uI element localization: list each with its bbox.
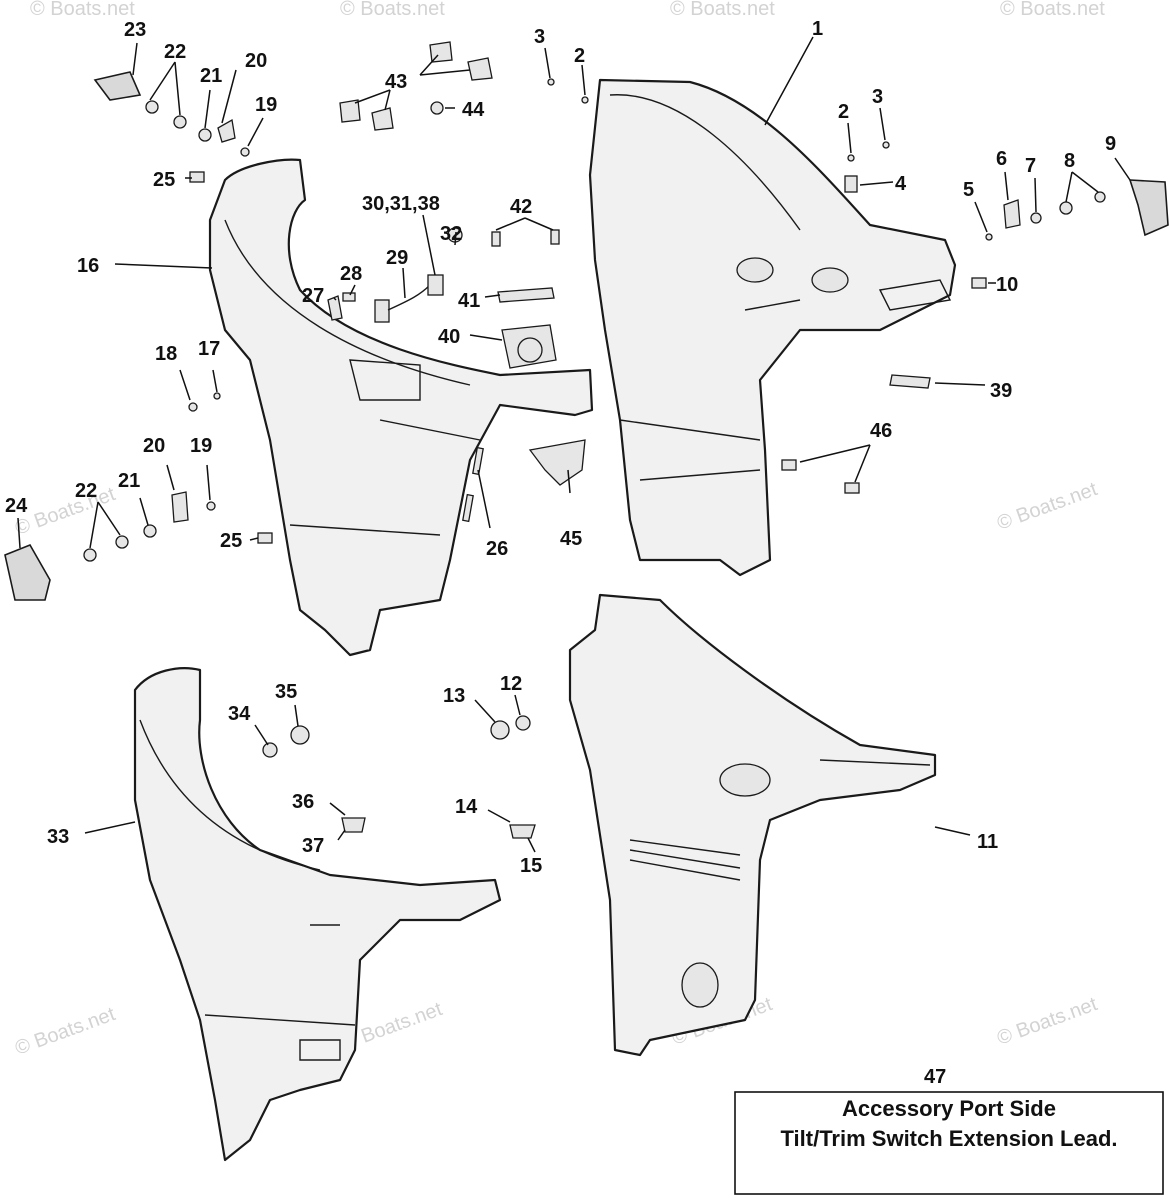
callout-34: 34 bbox=[228, 703, 251, 725]
callout-4: 4 bbox=[895, 173, 907, 195]
callout-11: 11 bbox=[977, 831, 998, 853]
hardware-parts bbox=[4, 41, 1169, 1181]
callout-46: 46 bbox=[870, 420, 892, 442]
callout-26: 26 bbox=[486, 538, 508, 560]
part-1-upper-cowl-starboard bbox=[588, 78, 957, 577]
watermark: © Boats.net bbox=[1000, 0, 1105, 20]
callout-20: 20 bbox=[143, 435, 165, 457]
watermark: © Boats.net bbox=[994, 478, 1100, 535]
callout-19: 19 bbox=[255, 94, 277, 116]
callout-3: 3 bbox=[872, 86, 883, 108]
callout-44: 44 bbox=[462, 99, 485, 121]
callout-8: 8 bbox=[1064, 150, 1075, 172]
callout-42: 42 bbox=[510, 196, 532, 218]
watermark: © Boats.net bbox=[12, 483, 118, 540]
callout-45: 45 bbox=[560, 528, 582, 550]
callout-10: 10 bbox=[996, 274, 1018, 296]
callout-5: 5 bbox=[963, 179, 974, 201]
callout-6: 6 bbox=[996, 148, 1007, 170]
callout-14: 14 bbox=[455, 796, 478, 818]
note-line-1: Accessory Port Side bbox=[842, 1096, 1056, 1121]
callout-13: 13 bbox=[443, 685, 465, 707]
callout-15: 15 bbox=[520, 855, 542, 877]
callout-21: 21 bbox=[118, 470, 140, 492]
callout-25: 25 bbox=[220, 530, 242, 552]
callout-7: 7 bbox=[1025, 155, 1036, 177]
callout-1: 1 bbox=[812, 18, 823, 40]
callout-39: 39 bbox=[990, 380, 1012, 402]
callout-23: 23 bbox=[124, 19, 146, 41]
callout-16: 16 bbox=[77, 255, 99, 277]
callout-41: 41 bbox=[458, 290, 480, 312]
callout-27: 27 bbox=[302, 285, 324, 307]
callout-28: 28 bbox=[340, 263, 362, 285]
callout-32: 32 bbox=[440, 223, 462, 245]
note-box-47: Accessory Port Side Tilt/Trim Switch Ext… bbox=[734, 1091, 1164, 1195]
part-16-upper-cowl-port bbox=[208, 158, 594, 657]
watermark: © Boats.net bbox=[994, 993, 1100, 1050]
callout-29: 29 bbox=[386, 247, 408, 269]
callout-2: 2 bbox=[838, 101, 849, 123]
watermark: © Boats.net bbox=[340, 0, 445, 20]
callout-33: 33 bbox=[47, 826, 69, 848]
callout-20: 20 bbox=[245, 50, 267, 72]
callout-18: 18 bbox=[155, 343, 177, 365]
callout-30-31-38: 30,31,38 bbox=[362, 193, 440, 215]
callout-numbers: 1 2 2 3 3 4 5 6 7 8 9 10 11 12 13 14 15 … bbox=[5, 18, 1116, 1088]
callout-2: 2 bbox=[574, 45, 585, 67]
callout-22: 22 bbox=[164, 41, 186, 63]
callout-40: 40 bbox=[438, 326, 460, 348]
callout-35: 35 bbox=[275, 681, 297, 703]
leader-lines bbox=[17, 36, 1131, 853]
callout-21: 21 bbox=[200, 65, 222, 87]
callout-19: 19 bbox=[190, 435, 212, 457]
callout-47: 47 bbox=[924, 1066, 946, 1088]
watermark: © Boats.net bbox=[30, 0, 135, 20]
part-11-lower-cowl-starboard bbox=[568, 593, 937, 1057]
callout-3: 3 bbox=[534, 26, 545, 48]
callout-37: 37 bbox=[302, 835, 324, 857]
callout-17: 17 bbox=[198, 338, 220, 360]
note-line-2: Tilt/Trim Switch Extension Lead. bbox=[781, 1126, 1118, 1151]
callout-9: 9 bbox=[1105, 133, 1116, 155]
watermark: © Boats.net bbox=[12, 1003, 118, 1060]
part-33-lower-cowl-port bbox=[133, 667, 502, 1162]
watermark: © Boats.net bbox=[670, 0, 775, 20]
callout-36: 36 bbox=[292, 791, 314, 813]
callout-12: 12 bbox=[500, 673, 522, 695]
callout-43: 43 bbox=[385, 71, 407, 93]
callout-22: 22 bbox=[75, 480, 97, 502]
callout-24: 24 bbox=[5, 495, 28, 517]
callout-25: 25 bbox=[153, 169, 175, 191]
